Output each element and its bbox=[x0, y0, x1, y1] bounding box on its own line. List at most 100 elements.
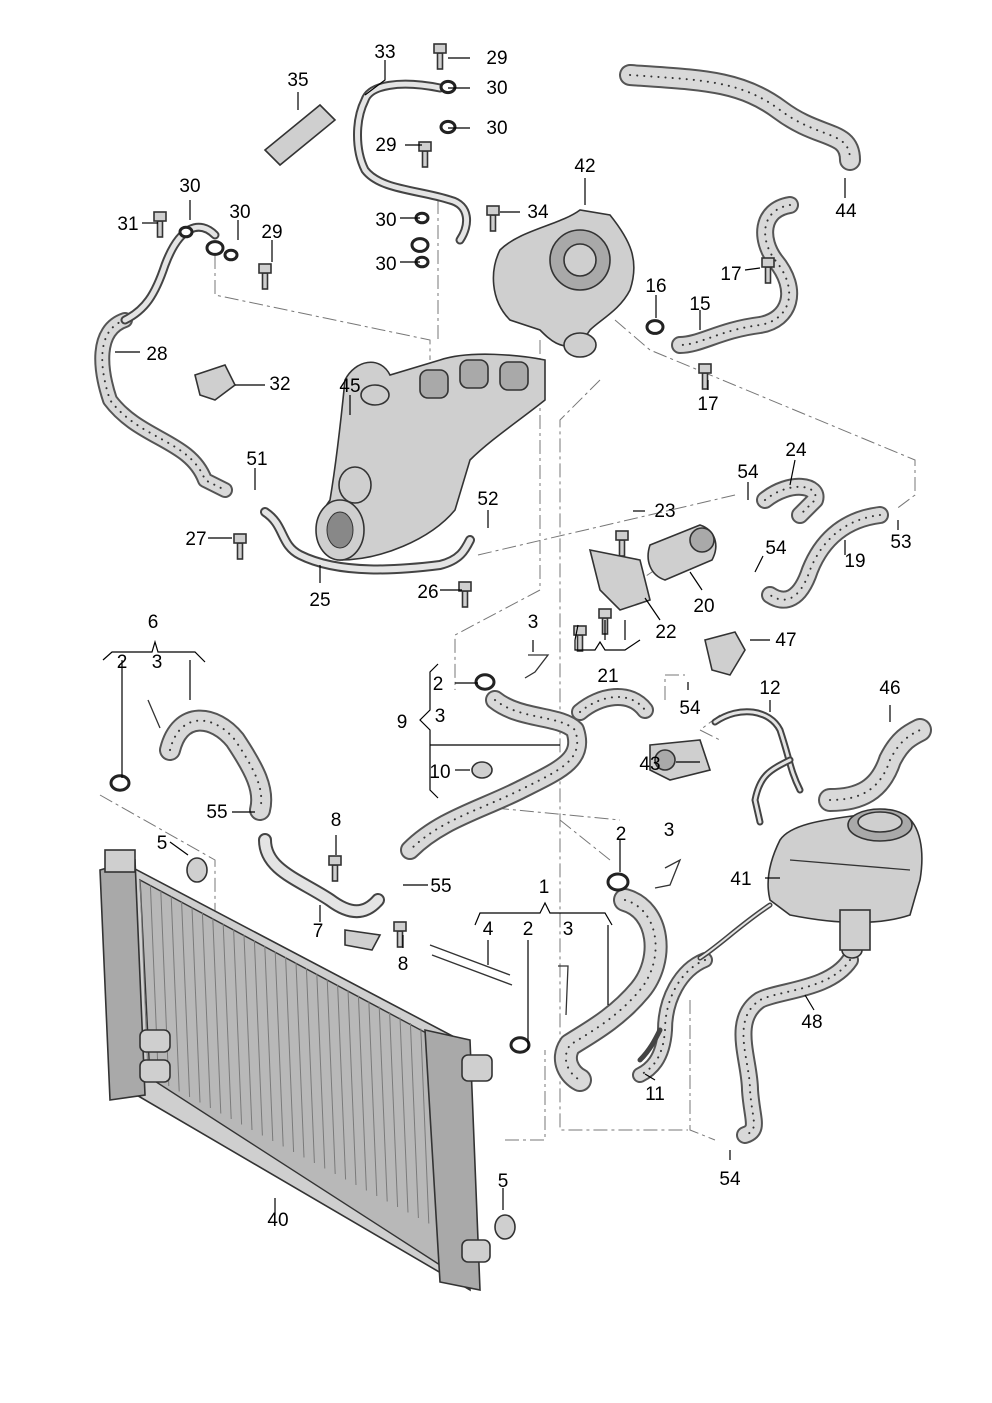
callout-c54d: 54 bbox=[719, 1169, 741, 1190]
callout-c15: 15 bbox=[689, 294, 710, 315]
callout-c17b: 17 bbox=[697, 394, 718, 415]
hose-24 bbox=[756, 477, 825, 524]
coolant-hoses bbox=[94, 64, 932, 1144]
radiator-fin bbox=[285, 956, 295, 1153]
radiator-fin bbox=[233, 929, 243, 1125]
callout-c2d: 2 bbox=[523, 919, 534, 940]
hose-19 bbox=[761, 506, 889, 609]
seal-ring bbox=[410, 237, 430, 253]
callout-c3e: 3 bbox=[563, 919, 574, 940]
radiator-fin bbox=[368, 1000, 378, 1197]
radiator-fin bbox=[243, 934, 253, 1131]
leader-lines bbox=[102, 57, 899, 1215]
callout-c48: 48 bbox=[801, 1012, 822, 1033]
callout-c23: 23 bbox=[654, 501, 675, 522]
callout-c12: 12 bbox=[759, 678, 780, 699]
hose-6 bbox=[159, 709, 273, 821]
callout-c55b: 55 bbox=[430, 876, 451, 897]
callout-c29c: 29 bbox=[261, 222, 282, 243]
radiator-fin bbox=[420, 1028, 430, 1224]
callout-c40: 40 bbox=[267, 1210, 288, 1231]
callout-c46: 46 bbox=[879, 678, 900, 699]
callout-c33: 33 bbox=[374, 42, 395, 63]
callout-c30e: 30 bbox=[375, 210, 396, 231]
callout-c3c: 3 bbox=[435, 706, 446, 727]
callout-c24: 24 bbox=[785, 440, 807, 461]
radiator-fin bbox=[357, 995, 367, 1191]
radiator-fin bbox=[316, 973, 326, 1169]
bolt bbox=[233, 533, 247, 560]
seal-ring bbox=[205, 240, 225, 256]
callout-c54b: 54 bbox=[765, 538, 787, 559]
seal-ring bbox=[439, 79, 457, 95]
callout-c30a: 30 bbox=[486, 78, 507, 99]
hose-9 bbox=[400, 688, 654, 860]
callout-c22: 22 bbox=[655, 622, 676, 643]
callout-c30c: 30 bbox=[179, 176, 200, 197]
callout-c54c: 54 bbox=[679, 698, 701, 719]
hose-48 bbox=[734, 951, 859, 1144]
bolt bbox=[615, 530, 629, 557]
callout-c29a: 29 bbox=[486, 48, 507, 69]
radiator-fin bbox=[409, 1022, 419, 1219]
callout-c34: 34 bbox=[527, 202, 549, 223]
callout-c52: 52 bbox=[477, 489, 498, 510]
callout-c29b: 29 bbox=[375, 135, 396, 156]
seal-ring bbox=[109, 774, 131, 792]
callout-c25: 25 bbox=[309, 590, 330, 611]
radiator-fin bbox=[170, 896, 180, 1092]
callout-c4: 4 bbox=[483, 919, 494, 940]
seal-ring bbox=[474, 673, 496, 691]
bolt bbox=[258, 263, 272, 290]
callout-c26: 26 bbox=[417, 582, 438, 603]
callout-c19: 19 bbox=[844, 551, 865, 572]
callout-c31: 31 bbox=[117, 214, 138, 235]
callout-c6: 6 bbox=[148, 612, 159, 633]
radiator-fin bbox=[378, 1006, 388, 1202]
callout-c44: 44 bbox=[835, 201, 857, 222]
radiator-fin bbox=[337, 984, 347, 1180]
water-pump bbox=[492, 209, 635, 358]
callout-c9: 9 bbox=[397, 712, 408, 733]
callout-c17a: 17 bbox=[720, 264, 741, 285]
callout-c51: 51 bbox=[246, 449, 267, 470]
radiator-fin bbox=[347, 989, 357, 1186]
radiator bbox=[99, 849, 493, 1292]
hose-1 bbox=[553, 888, 668, 1092]
callout-c45: 45 bbox=[339, 376, 360, 397]
coolant-expansion-tank bbox=[767, 808, 923, 959]
radiator-fin bbox=[191, 907, 201, 1103]
hose-11 bbox=[632, 952, 713, 1083]
radiator-fin bbox=[253, 940, 263, 1136]
seal-ring bbox=[178, 225, 194, 239]
callout-c11: 11 bbox=[645, 1084, 665, 1105]
bolt bbox=[761, 257, 775, 284]
callout-c55a: 55 bbox=[206, 802, 227, 823]
small-parts bbox=[109, 43, 775, 1240]
radiator-fin bbox=[399, 1017, 409, 1213]
callout-c43: 43 bbox=[639, 754, 660, 775]
callout-c16: 16 bbox=[645, 276, 666, 297]
metal-pipes bbox=[120, 79, 804, 1063]
callout-c21: 21 bbox=[597, 666, 618, 687]
callout-c10: 10 bbox=[429, 762, 450, 783]
seal-ring bbox=[439, 119, 457, 135]
seal-ring bbox=[606, 872, 630, 892]
seal-ring bbox=[223, 248, 239, 262]
callout-c27: 27 bbox=[185, 529, 206, 550]
callout-c1: 1 bbox=[539, 877, 550, 898]
callout-c54a: 54 bbox=[737, 462, 759, 483]
callout-c35: 35 bbox=[287, 70, 308, 91]
callout-c30f: 30 bbox=[375, 254, 396, 275]
bolt bbox=[698, 363, 712, 390]
callout-c41: 41 bbox=[730, 869, 751, 890]
seal-ring bbox=[509, 1036, 531, 1054]
seal-ring bbox=[645, 319, 665, 335]
callout-c30b: 30 bbox=[486, 118, 507, 139]
callout-c32: 32 bbox=[269, 374, 290, 395]
bolt bbox=[393, 921, 407, 948]
turbocharger-manifold bbox=[315, 353, 546, 561]
callout-c8b: 8 bbox=[398, 954, 409, 975]
